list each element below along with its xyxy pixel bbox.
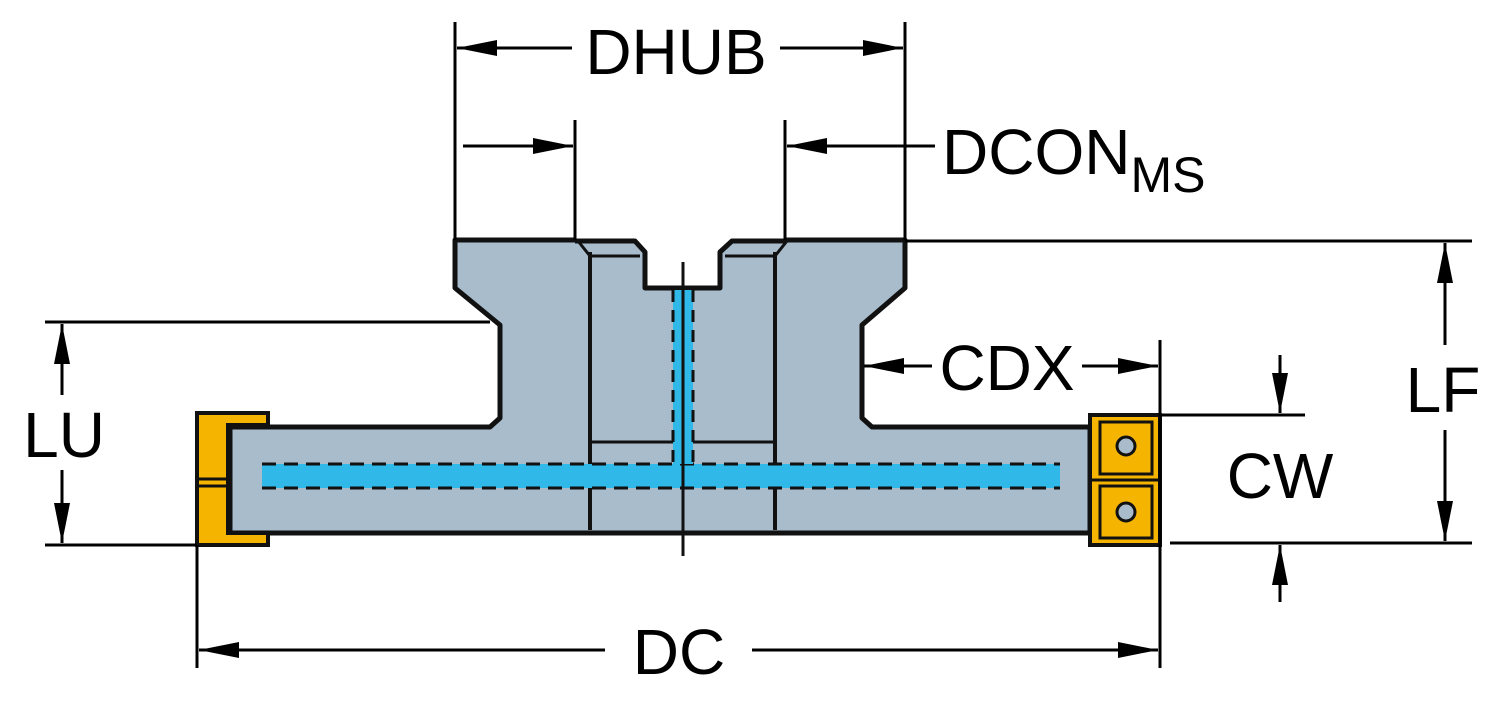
key-slot: [575, 236, 785, 288]
insert-right: [1088, 413, 1162, 547]
insert-right-pocket-top: [1098, 420, 1154, 476]
insert-left: [195, 411, 270, 547]
insert-screw-bottom-icon: [1115, 501, 1137, 523]
label-lu: LU: [23, 399, 105, 471]
insert-right-pocket-bottom: [1098, 484, 1154, 540]
label-cw: CW: [1227, 440, 1334, 512]
bore-chamfer-left: [576, 240, 592, 257]
label-dcon-sub: MS: [1130, 147, 1205, 203]
label-dc: DC: [633, 616, 725, 688]
bore-chamfer-right: [773, 240, 789, 257]
label-lf: LF: [1406, 354, 1481, 426]
insert-left-body: [195, 411, 270, 547]
coolant-channels: [262, 290, 1060, 490]
dimension-lines: [54, 39, 1453, 658]
dimension-labels: DHUB DCONMS CDX LF LU CW DC: [23, 16, 1480, 688]
label-dhub: DHUB: [585, 16, 766, 88]
coolant-channel-horizontal: [262, 464, 1060, 488]
label-cdx: CDX: [939, 332, 1074, 404]
extension-lines: [45, 22, 1472, 668]
label-dcon: DCONMS: [942, 116, 1205, 203]
insert-screw-top-icon: [1115, 435, 1137, 457]
label-dcon-main: DCON: [942, 116, 1130, 188]
